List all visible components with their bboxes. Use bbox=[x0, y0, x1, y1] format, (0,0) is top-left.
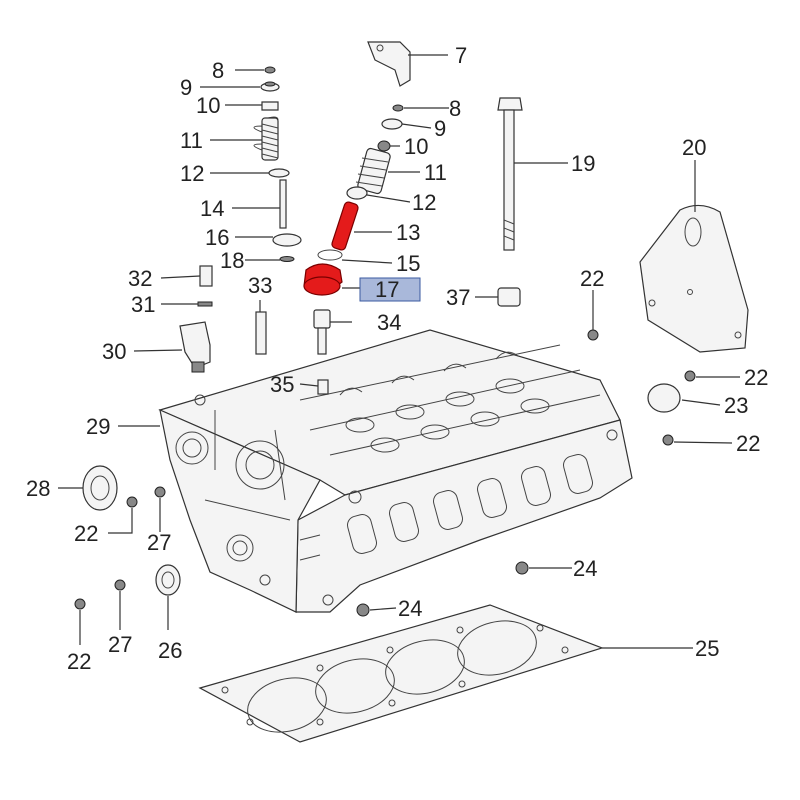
label-10[interactable]: 10 bbox=[196, 93, 220, 118]
highlight-box bbox=[359, 277, 421, 302]
bolt-33 bbox=[255, 311, 267, 355]
label-35[interactable]: 35 bbox=[270, 372, 294, 397]
label-27[interactable]: 27 bbox=[147, 530, 171, 555]
label-11[interactable]: 11 bbox=[424, 160, 447, 185]
cylinder-head bbox=[158, 329, 633, 613]
pin-35 bbox=[317, 379, 329, 395]
label-33[interactable]: 33 bbox=[248, 273, 272, 298]
highlighted-valve[interactable] bbox=[303, 201, 359, 296]
label-18[interactable]: 18 bbox=[220, 248, 244, 273]
label-20[interactable]: 20 bbox=[682, 135, 706, 160]
label-9[interactable]: 9 bbox=[434, 116, 446, 141]
cover-plate bbox=[639, 204, 749, 353]
label-24[interactable]: 24 bbox=[573, 556, 597, 581]
label-24[interactable]: 24 bbox=[398, 596, 422, 621]
label-22[interactable]: 22 bbox=[74, 521, 98, 546]
sleeve bbox=[497, 287, 521, 307]
stud-34 bbox=[313, 309, 331, 355]
label-12[interactable]: 12 bbox=[180, 161, 204, 186]
label-22[interactable]: 22 bbox=[67, 649, 91, 674]
label-15[interactable]: 15 bbox=[396, 251, 420, 276]
part-labels: 7 8 8 9 9 10 10 11 11 12 12 13 14 15 16 … bbox=[26, 43, 768, 674]
label-25[interactable]: 25 bbox=[695, 636, 719, 661]
bolt-32 bbox=[199, 265, 213, 287]
seal-28 bbox=[82, 465, 118, 511]
leader-lines bbox=[58, 54, 740, 649]
sensor-30 bbox=[179, 321, 211, 373]
plug-23 bbox=[647, 383, 681, 413]
label-9[interactable]: 9 bbox=[180, 75, 192, 100]
label-28[interactable]: 28 bbox=[26, 476, 50, 501]
label-12[interactable]: 12 bbox=[412, 190, 436, 215]
label-27[interactable]: 27 bbox=[108, 632, 132, 657]
label-10[interactable]: 10 bbox=[404, 134, 428, 159]
plug-26 bbox=[155, 564, 181, 596]
label-22[interactable]: 22 bbox=[580, 266, 604, 291]
label-8[interactable]: 8 bbox=[449, 96, 461, 121]
head-bolt bbox=[497, 97, 523, 251]
intake-valve-assembly bbox=[253, 66, 302, 262]
head-gasket bbox=[198, 604, 604, 743]
label-11[interactable]: 11 bbox=[180, 128, 203, 153]
label-17[interactable]: 17 bbox=[375, 277, 399, 302]
label-34[interactable]: 34 bbox=[377, 310, 401, 335]
label-14[interactable]: 14 bbox=[200, 196, 224, 221]
label-8[interactable]: 8 bbox=[212, 58, 224, 83]
label-16[interactable]: 16 bbox=[205, 225, 229, 250]
label-32[interactable]: 32 bbox=[128, 266, 152, 291]
label-31[interactable]: 31 bbox=[131, 292, 155, 317]
screw-31 bbox=[197, 301, 213, 307]
label-37[interactable]: 37 bbox=[446, 285, 470, 310]
label-23[interactable]: 23 bbox=[724, 393, 748, 418]
label-22[interactable]: 22 bbox=[744, 365, 768, 390]
label-19[interactable]: 19 bbox=[571, 151, 595, 176]
label-30[interactable]: 30 bbox=[102, 339, 126, 364]
label-29[interactable]: 29 bbox=[86, 414, 110, 439]
label-13[interactable]: 13 bbox=[396, 220, 420, 245]
exhaust-valve-assembly bbox=[303, 41, 411, 296]
label-22[interactable]: 22 bbox=[736, 431, 760, 456]
label-7[interactable]: 7 bbox=[455, 43, 467, 68]
label-26[interactable]: 26 bbox=[158, 638, 182, 663]
